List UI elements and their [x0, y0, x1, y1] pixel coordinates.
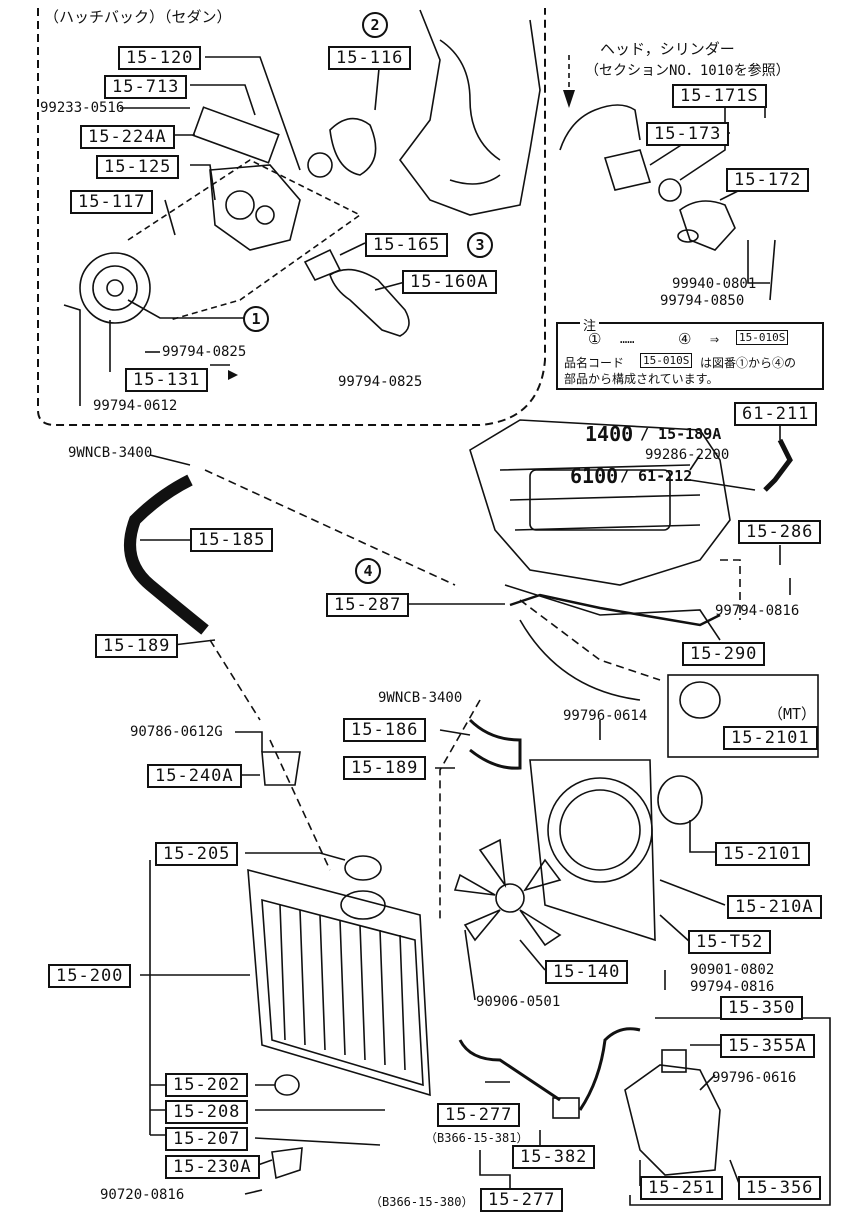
part-number: 99233-0516 [40, 100, 125, 116]
part-box: 15-210A [727, 895, 822, 919]
header-head-cylinder: ヘッド，シリンダー [600, 40, 735, 58]
part-number: 99796-0616 [712, 1070, 797, 1086]
part-box: 15-350 [720, 996, 804, 1020]
part-box: 15-224A [80, 125, 175, 149]
part-number: 99794-0850 [660, 293, 745, 309]
part-box: 15-251 [640, 1176, 724, 1200]
part-box: 15-2101 [723, 726, 818, 750]
part-box: 15-230A [165, 1155, 260, 1179]
part-number: 9WNCB-3400 [378, 690, 463, 706]
part-box: 15-355A [720, 1034, 815, 1058]
part-number: 99794-0825 [162, 344, 247, 360]
part-box: 15-117 [70, 190, 154, 214]
part-box: 15-171S [672, 84, 767, 108]
part-box: 15-116 [328, 46, 412, 70]
part-box: 15-165 [365, 233, 449, 257]
ref-61-212: / 61-212 [620, 467, 693, 485]
part-number: 90901-0802 [690, 962, 775, 978]
part-number: 99794-0816 [715, 603, 800, 619]
part-number: 90786-0612G [130, 724, 223, 740]
note-title: 注 [580, 315, 600, 334]
ref-1400: 1400 [585, 422, 634, 446]
note-line3: 部品から構成されています。 [564, 372, 719, 386]
part-box: 15-356 [738, 1176, 822, 1200]
part-box: 15-713 [104, 75, 188, 99]
part-box: 15-189 [343, 756, 427, 780]
part-box: 15-173 [646, 122, 730, 146]
circled-number-1: 1 [243, 306, 269, 332]
part-box: 15-205 [155, 842, 239, 866]
part-box: 15-286 [738, 520, 822, 544]
part-box: 15-172 [726, 168, 810, 192]
note-dots: …… [620, 332, 635, 346]
part-box: 15-200 [48, 964, 132, 988]
part-number: 99286-2200 [645, 447, 730, 463]
part-box: 15-2101 [715, 842, 810, 866]
part-number: 99940-0801 [672, 276, 757, 292]
circled-number-4: 4 [355, 558, 381, 584]
part-box: 15-240A [147, 764, 242, 788]
ref-6100: 6100 [570, 464, 619, 488]
circled-number-3: 3 [467, 232, 493, 258]
part-box: 15-207 [165, 1127, 249, 1151]
note-code-2: 15-010S [640, 353, 693, 368]
ref-15-189a: / 15-189A [640, 425, 722, 443]
note-box: 注 ① …… ④ ⇒ 15-010S 品名コード 15-010S は図番①から④… [556, 315, 824, 390]
part-number: 99794-0825 [338, 374, 423, 390]
note-circle-1: ① [588, 330, 602, 348]
part-box: 15-189 [95, 634, 179, 658]
part-box: 15-208 [165, 1100, 249, 1124]
part-box: 61-211 [734, 402, 818, 426]
note-code-1: 15-010S [736, 330, 789, 345]
part-box: 15-290 [682, 642, 766, 666]
part-box: 15-287 [326, 593, 410, 617]
note-line2-suffix: は図番①から④の [700, 356, 797, 370]
part-box: 15-277 [437, 1103, 521, 1127]
part-number: 90720-0816 [100, 1187, 185, 1203]
part-box: 15-120 [118, 46, 202, 70]
part-box: 15-131 [125, 368, 209, 392]
header-hatchback-sedan: （ハッチバック）（セダン） [44, 8, 232, 26]
part-box: 15-202 [165, 1073, 249, 1097]
header-section-ref: （セクションNO．1010を参照） [585, 63, 790, 79]
circled-number-2: 2 [362, 12, 388, 38]
part-number: 99794-0816 [690, 979, 775, 995]
part-number: 99794-0612 [93, 398, 178, 414]
sub-ref-b366-15-380: （B366-15-380） [370, 1195, 474, 1209]
part-box: 15-140 [545, 960, 629, 984]
note-circle-4: ④ [678, 330, 692, 348]
part-box: 15-125 [96, 155, 180, 179]
part-box: 15-277 [480, 1188, 564, 1212]
part-box: 15-186 [343, 718, 427, 742]
part-number: 9WNCB-3400 [68, 445, 153, 461]
note-line2-prefix: 品名コード [564, 356, 625, 370]
part-number: 99796-0614 [563, 708, 648, 724]
part-box: 15-185 [190, 528, 274, 552]
sub-ref-b366-15-381: （B366-15-381） [425, 1131, 529, 1145]
part-box: 15-T52 [688, 930, 772, 954]
mt-label: （MT） [768, 705, 817, 723]
part-box: 15-160A [402, 270, 497, 294]
part-box: 15-382 [512, 1145, 596, 1169]
note-arrow: ⇒ [710, 330, 720, 348]
part-number: 90906-0501 [476, 994, 561, 1010]
